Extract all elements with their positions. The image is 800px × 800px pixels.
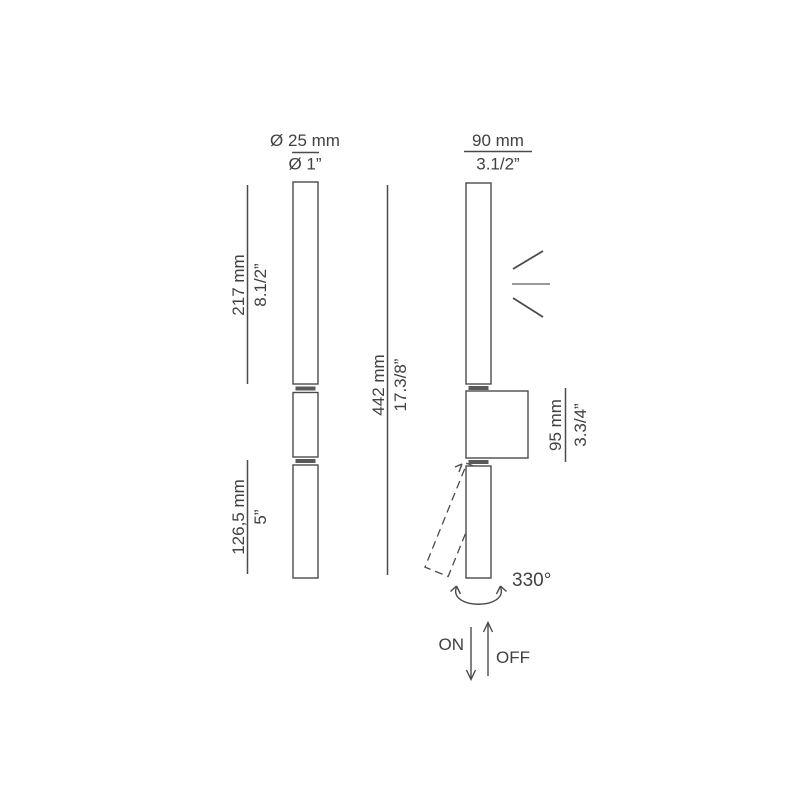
width-label-imperial: 3.1/2” [476,155,520,174]
on-arrow-icon [465,627,477,682]
off-arrow-icon [482,620,494,676]
total-height-dimension: 442 mm 17.3/8” [369,185,410,575]
side-joint-ring-2 [468,460,489,464]
diameter-label-imperial: Ø 1” [288,155,321,174]
total-height-imperial: 17.3/8” [391,358,410,411]
side-joint-ring-1 [468,386,489,390]
side-view: 90 mm 3.1/2” 95 mm [424,131,590,682]
on-off-switch-indicator: ON OFF [439,620,530,682]
front-joint-ring-1 [295,386,316,391]
front-view: Ø 25 mm Ø 1” 217 mm 8.1/2” 126,5 mm 5” [229,131,340,579]
lower-length-metric: 126,5 mm [229,479,248,555]
total-height-metric: 442 mm [369,354,388,415]
wall-bracket [465,390,529,459]
bracket-metric: 95 mm [546,399,565,451]
side-upper-tube [465,182,492,385]
lower-length-imperial: 5” [251,509,270,524]
upper-length-imperial: 8.1/2” [251,263,270,307]
pivot-arrow-left-icon [454,463,463,473]
front-joint-ring-2 [295,459,316,463]
rotation-angle-label: 330° [512,570,551,591]
on-label: ON [439,635,465,654]
bracket-imperial: 3.3/4” [571,403,590,447]
front-lower-tube [292,464,319,579]
upper-length-metric: 217 mm [229,254,248,315]
off-label: OFF [496,648,530,667]
rotation-arrow-icon [450,585,507,605]
light-rays-icon [512,250,550,318]
width-label-metric: 90 mm [472,131,524,150]
side-lower-tube [465,465,492,579]
front-middle-segment [292,391,319,458]
front-upper-tube [292,181,319,385]
diameter-label-metric: Ø 25 mm [270,131,340,150]
